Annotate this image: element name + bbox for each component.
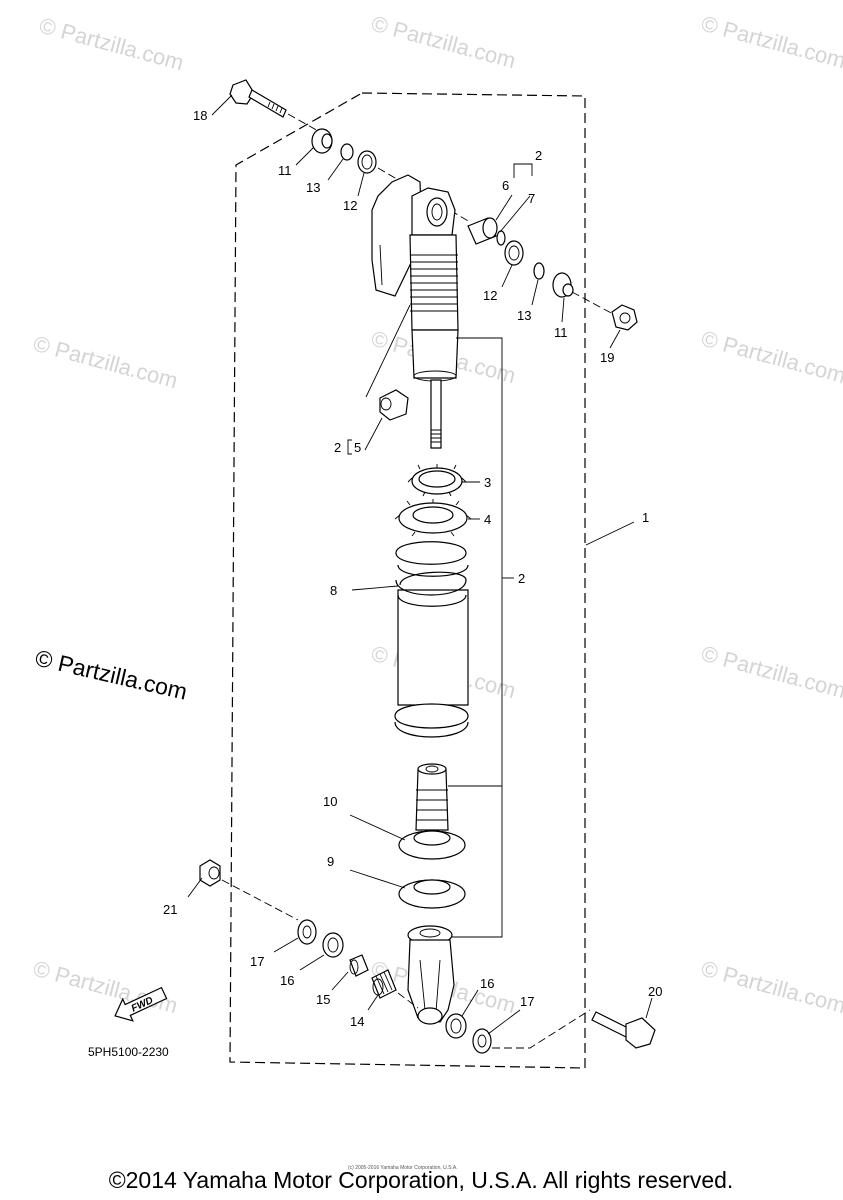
callout-21: 21 (163, 902, 177, 917)
callout-13-upper: 13 (306, 180, 320, 195)
part-11-collar-lower[interactable] (552, 272, 574, 298)
callout-7: 7 (528, 191, 535, 206)
callout-12-lower: 12 (483, 288, 497, 303)
callout-8: 8 (330, 583, 337, 598)
part-9-spring-seat[interactable] (398, 879, 466, 909)
watermark-11: © Partzilla.com (699, 956, 843, 1019)
part-3-lock-nut[interactable] (407, 464, 467, 497)
axis-21 (221, 879, 299, 921)
callout-2-bushing: 2 (334, 440, 341, 455)
callout-6: 6 (502, 178, 509, 193)
part-11-collar-upper[interactable] (311, 128, 333, 154)
part-10-spring-seat[interactable] (398, 830, 466, 860)
assembly-boundary (229, 92, 586, 1069)
callout-labels: 18 11 13 12 2 6 7 12 13 11 19 2 5 3 4 1 … (163, 108, 662, 1029)
part-4-adjuster[interactable] (394, 499, 472, 537)
callout-18: 18 (193, 108, 207, 123)
callout-19: 19 (600, 350, 614, 365)
callout-2-top: 2 (535, 148, 542, 163)
callout-11-lower: 11 (554, 325, 568, 340)
callout-9: 9 (327, 854, 334, 869)
callout-17-right: 17 (520, 994, 534, 1009)
small-copyright: (c) 2005-2016 Yamaha Motor Corporation, … (348, 1165, 458, 1171)
axis-18 (287, 113, 321, 133)
watermark-6: © Partzilla.com (699, 326, 843, 389)
watermark-9: © Partzilla.com (31, 956, 181, 1019)
diagram-code: 5PH5100-2230 (88, 1045, 169, 1059)
callout-5: 5 (354, 440, 361, 455)
part-7-circlip[interactable] (496, 230, 506, 246)
leader-lines (187, 94, 653, 1035)
part-8-spring[interactable] (394, 541, 469, 738)
callout-3: 3 (484, 475, 491, 490)
watermark-3: © Partzilla.com (699, 11, 843, 74)
part-13-o-ring-lower[interactable] (533, 262, 545, 280)
part-lower-clevis (407, 925, 455, 1025)
part-14-bearing[interactable] (371, 969, 397, 999)
part-bump-stopper (415, 763, 449, 831)
axis-20 (492, 1009, 591, 1049)
part-15-collar[interactable] (349, 954, 369, 977)
callout-14: 14 (350, 1014, 364, 1029)
callout-17-left: 17 (250, 954, 264, 969)
part-18-bolt[interactable] (229, 79, 287, 118)
callout-11-upper: 11 (278, 163, 292, 178)
footer-copyright: ©2014 Yamaha Motor Corporation, U.S.A. A… (109, 1167, 734, 1193)
watermark-8: © Partzilla.com (699, 641, 843, 704)
callout-16-left: 16 (280, 973, 294, 988)
callout-12-upper: 12 (343, 198, 357, 213)
part-19-nut[interactable] (611, 304, 638, 331)
callout-4: 4 (484, 512, 491, 527)
shock-upper-body (371, 174, 459, 449)
axis-19 (571, 291, 616, 316)
callout-20: 20 (648, 984, 662, 999)
part-12-oil-seal-lower[interactable] (504, 240, 524, 266)
part-5-bushing[interactable] (379, 389, 409, 421)
part-6-bushing[interactable] (467, 217, 498, 245)
part-16-oil-seal-left[interactable] (322, 932, 344, 958)
watermark-1: © Partzilla.com (37, 13, 187, 76)
watermark-4: © Partzilla.com (31, 331, 181, 394)
callout-15: 15 (316, 992, 330, 1007)
main-watermark: © Partzilla.com (33, 645, 190, 705)
part-13-o-ring-upper[interactable] (340, 143, 354, 161)
callout-10: 10 (323, 794, 337, 809)
callout-2-assembly: 2 (518, 571, 525, 586)
callout-16-right: 16 (480, 976, 494, 991)
part-16-oil-seal-right[interactable] (445, 1013, 467, 1039)
part-20-bolt[interactable] (591, 1011, 656, 1049)
part-17-collar-left[interactable] (297, 919, 317, 945)
fwd-arrow-icon: FWD (114, 986, 168, 1022)
watermark-2: © Partzilla.com (369, 11, 519, 74)
part-17-collar-right[interactable] (472, 1028, 492, 1054)
part-12-oil-seal-upper[interactable] (357, 150, 377, 174)
axis-lower-mount (397, 992, 419, 1009)
part-21-nut[interactable] (199, 859, 221, 887)
callout-1: 1 (642, 510, 649, 525)
callout-13-lower: 13 (517, 308, 531, 323)
